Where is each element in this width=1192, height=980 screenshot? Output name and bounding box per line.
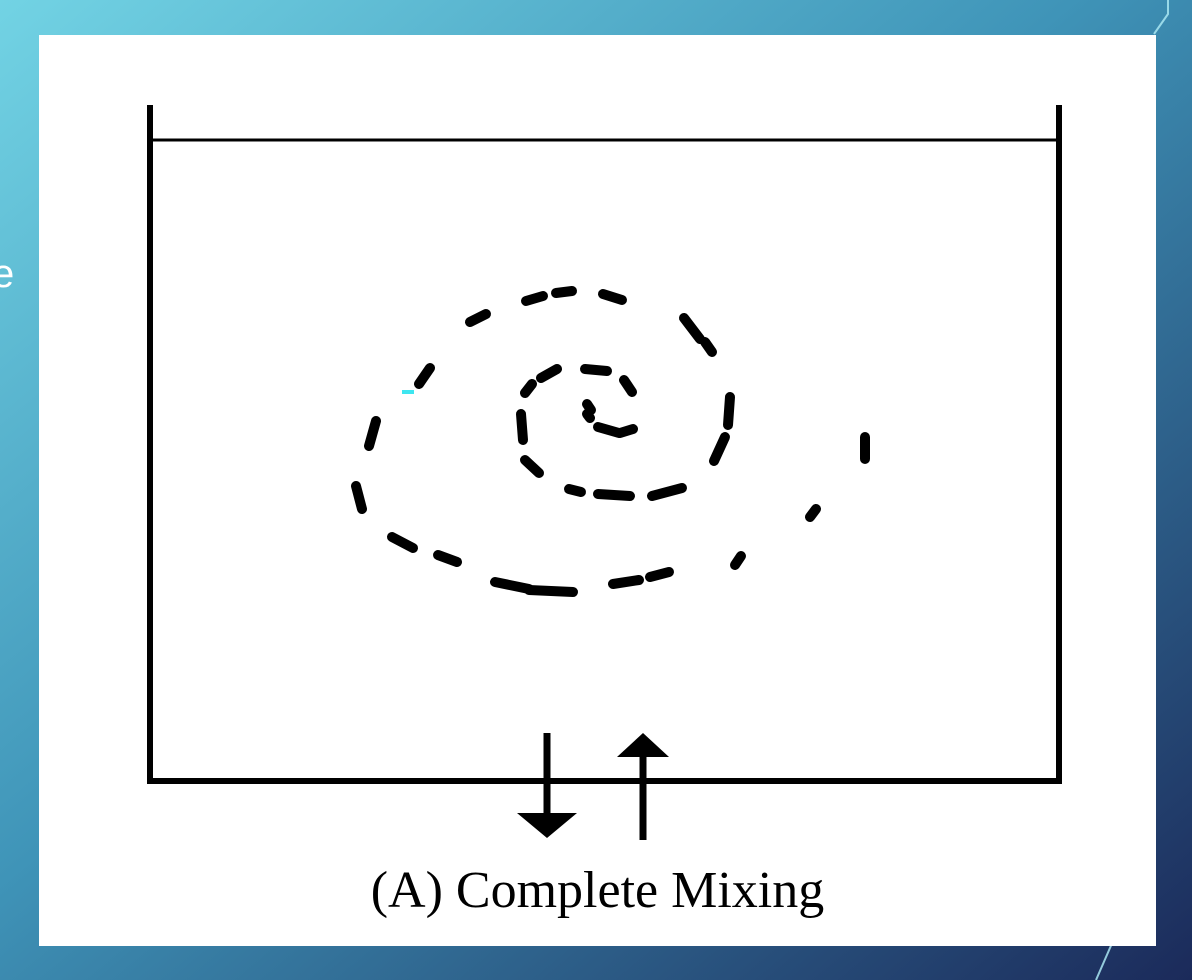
mixing-swirl (351, 286, 870, 597)
inflow-arrow-up-icon (617, 733, 669, 840)
complete-mixing-diagram (147, 105, 1062, 840)
figure-caption: (A) Complete Mixing (370, 862, 825, 919)
cropped-slide-text: e (0, 252, 15, 296)
outflow-arrow-down-icon (517, 733, 577, 838)
tank-outline (147, 105, 1062, 784)
figure-panel: (A) Complete Mixing (39, 35, 1156, 946)
